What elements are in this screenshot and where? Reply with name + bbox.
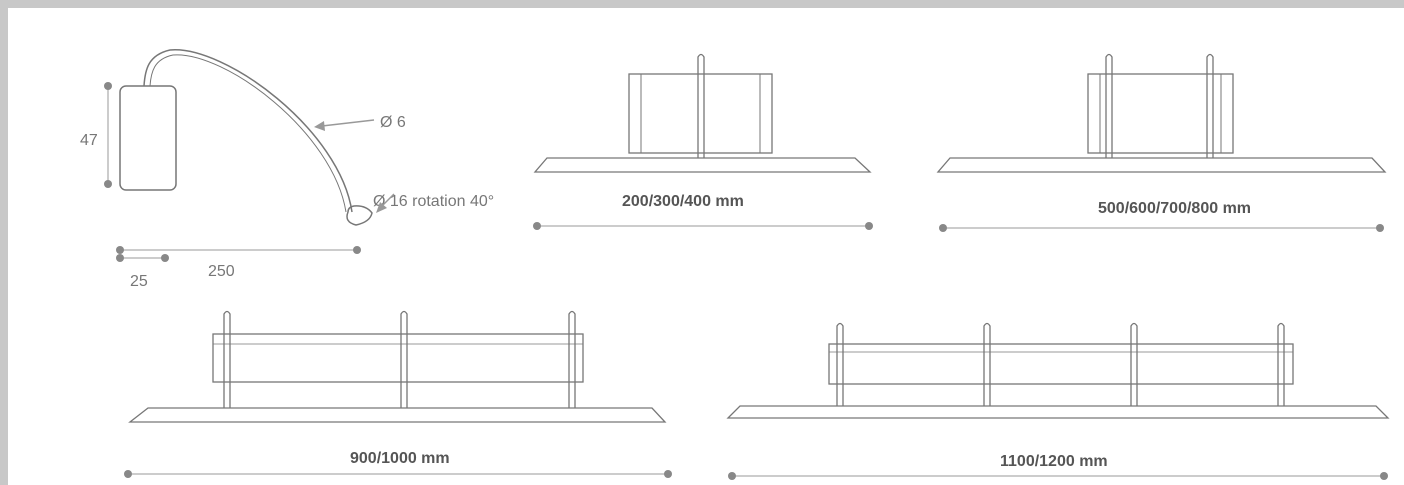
height-label: 47 — [80, 132, 98, 149]
flexible-arm — [143, 49, 353, 213]
variant-width-dimension — [939, 224, 1384, 232]
arm-diameter-annotation: Ø 6 — [314, 114, 406, 131]
drawing-canvas: 47 Ø 6 Ø 16 rotation 40° 25 250 200/300/… — [8, 8, 1404, 485]
variant-width-dimension — [728, 472, 1388, 480]
variant-900-1000 — [128, 310, 667, 423]
lamp-head — [346, 205, 373, 226]
reflector-plate — [936, 157, 1387, 173]
reflector-plate — [726, 405, 1390, 419]
variant-label: 1100/1200 mm — [1000, 453, 1108, 470]
reach-label: 250 — [208, 263, 235, 280]
variant-label: 200/300/400 mm — [622, 193, 744, 210]
head-annotation: Ø 16 rotation 40° — [373, 193, 494, 213]
arm-diameter-label: Ø 6 — [380, 114, 406, 131]
reach-dimension: 25 250 — [116, 246, 361, 290]
side-view — [119, 49, 373, 226]
flexible-arm-inner — [149, 54, 347, 213]
variant-width-dimension — [124, 470, 672, 478]
wall-box — [119, 85, 177, 191]
offset-label: 25 — [130, 273, 148, 290]
variant-width-dimension — [533, 222, 873, 230]
variant-label: 500/600/700/800 mm — [1098, 200, 1251, 217]
reflector-plate — [128, 407, 667, 423]
height-dimension: 47 — [80, 82, 112, 188]
variant-1100-1200 — [726, 322, 1390, 419]
variant-200-400 — [533, 53, 872, 173]
head-label: Ø 16 rotation 40° — [373, 193, 494, 210]
technical-drawing: 47 Ø 6 Ø 16 rotation 40° 25 250 200/300/… — [80, 49, 1390, 480]
variant-500-800 — [936, 53, 1387, 173]
variant-label: 900/1000 mm — [350, 450, 450, 467]
reflector-plate — [533, 157, 872, 173]
